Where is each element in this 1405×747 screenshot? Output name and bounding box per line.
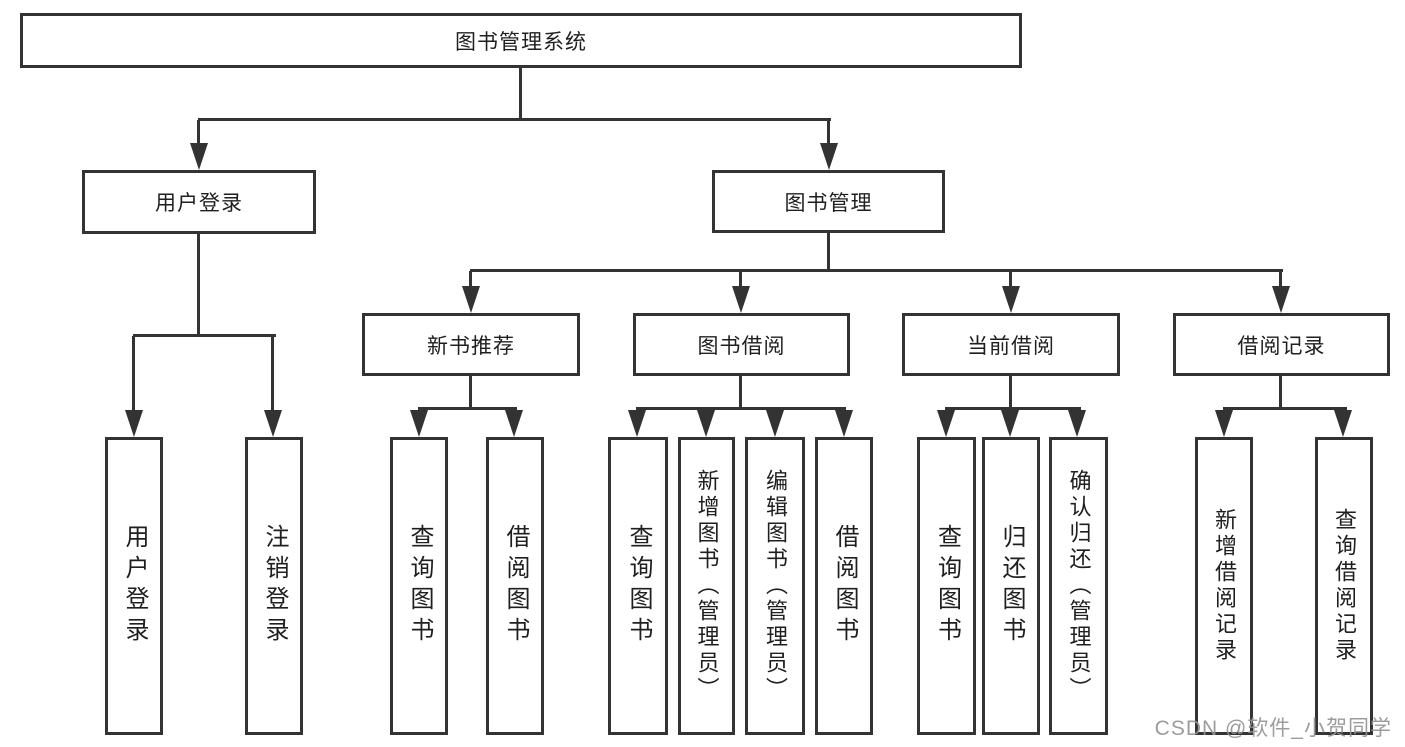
node-user-login: 用户登录 [82, 170, 316, 234]
connector-line [470, 269, 1283, 272]
arrow-down-icon [766, 410, 784, 437]
arrow-down-icon [410, 410, 428, 437]
leaf-edit-books-admin-label: 编辑图书（管理员） [763, 469, 788, 703]
leaf-add-books-admin-label: 新增图书（管理员） [694, 469, 720, 703]
leaf-query-books-recommend-label: 查询图书 [406, 524, 433, 648]
leaf-query-books-borrowing-label: 查询图书 [625, 524, 652, 648]
leaf-logout: 注销登录 [245, 437, 303, 735]
node-book-management: 图书管理 [712, 170, 945, 233]
arrow-down-icon [1334, 410, 1352, 437]
connector-line [469, 376, 472, 410]
arrow-down-icon [125, 410, 143, 437]
connector-line [271, 336, 274, 414]
connector-line [1009, 376, 1012, 410]
leaf-add-books-admin: 新增图书（管理员） [678, 437, 735, 735]
connector-line [827, 233, 830, 272]
arrow-down-icon [190, 143, 208, 170]
connector-line [1223, 407, 1347, 410]
node-current-borrowing: 当前借阅 [902, 313, 1120, 376]
connector-line [1009, 271, 1012, 289]
node-borrowing-records: 借阅记录 [1173, 313, 1390, 376]
node-library-management-system: 图书管理系统 [20, 13, 1022, 68]
leaf-borrow-books-recommend-label: 借阅图书 [502, 524, 529, 648]
arrow-down-icon [1002, 286, 1020, 313]
connector-line [827, 120, 830, 146]
node-new-book-recommendation: 新书推荐 [362, 313, 580, 376]
leaf-borrow-books-borrowing-label: 借阅图书 [831, 524, 858, 648]
leaf-return-books-label: 归还图书 [998, 524, 1025, 648]
connector-line [418, 407, 517, 410]
leaf-edit-books-admin: 编辑图书（管理员） [745, 437, 805, 735]
connector-line [197, 234, 200, 337]
arrow-down-icon [1068, 410, 1086, 437]
connector-line [132, 336, 135, 414]
arrow-down-icon [264, 410, 282, 437]
node-book-borrowing: 图书借阅 [633, 313, 850, 376]
arrow-down-icon [835, 410, 853, 437]
leaf-borrow-books-borrowing: 借阅图书 [815, 437, 873, 735]
connector-line [636, 407, 846, 410]
arrow-down-icon [937, 410, 955, 437]
leaf-user-login-label: 用户登录 [121, 524, 148, 648]
leaf-return-books: 归还图书 [982, 437, 1040, 735]
arrow-down-icon [505, 410, 523, 437]
arrow-down-icon [462, 286, 480, 313]
arrow-down-icon [1272, 286, 1290, 313]
arrow-down-icon [628, 410, 646, 437]
connector-line [739, 376, 742, 410]
connector-line [198, 118, 831, 121]
arrow-down-icon [1215, 410, 1233, 437]
arrow-down-icon [1001, 410, 1019, 437]
connector-line [133, 334, 276, 337]
leaf-confirm-return-admin-label: 确认归还（管理员） [1066, 469, 1092, 703]
connector-line [197, 120, 200, 146]
leaf-query-books-current: 查询图书 [917, 437, 976, 735]
leaf-query-borrow-record: 查询借阅记录 [1315, 437, 1373, 735]
leaf-add-borrow-record-label: 新增借阅记录 [1212, 508, 1237, 664]
leaf-add-borrow-record: 新增借阅记录 [1195, 437, 1253, 735]
connector-line [1279, 376, 1282, 410]
arrow-down-icon [697, 410, 715, 437]
connector-line [739, 271, 742, 289]
leaf-query-books-borrowing: 查询图书 [608, 437, 668, 735]
leaf-query-borrow-record-label: 查询借阅记录 [1332, 508, 1357, 664]
connector-line [945, 407, 1081, 410]
arrow-down-icon [732, 286, 750, 313]
leaf-query-books-current-label: 查询图书 [933, 524, 961, 648]
arrow-down-icon [820, 143, 838, 170]
connector-line [1279, 271, 1282, 289]
leaf-query-books-recommend: 查询图书 [390, 437, 448, 735]
csdn-watermark: CSDN @软件_小贺同学 [1154, 717, 1392, 740]
connector-line [519, 68, 522, 120]
connector-line [469, 271, 472, 289]
leaf-confirm-return-admin: 确认归还（管理员） [1049, 437, 1108, 735]
leaf-borrow-books-recommend: 借阅图书 [486, 437, 544, 735]
leaf-user-login: 用户登录 [105, 437, 163, 735]
leaf-logout-label: 注销登录 [261, 524, 288, 648]
